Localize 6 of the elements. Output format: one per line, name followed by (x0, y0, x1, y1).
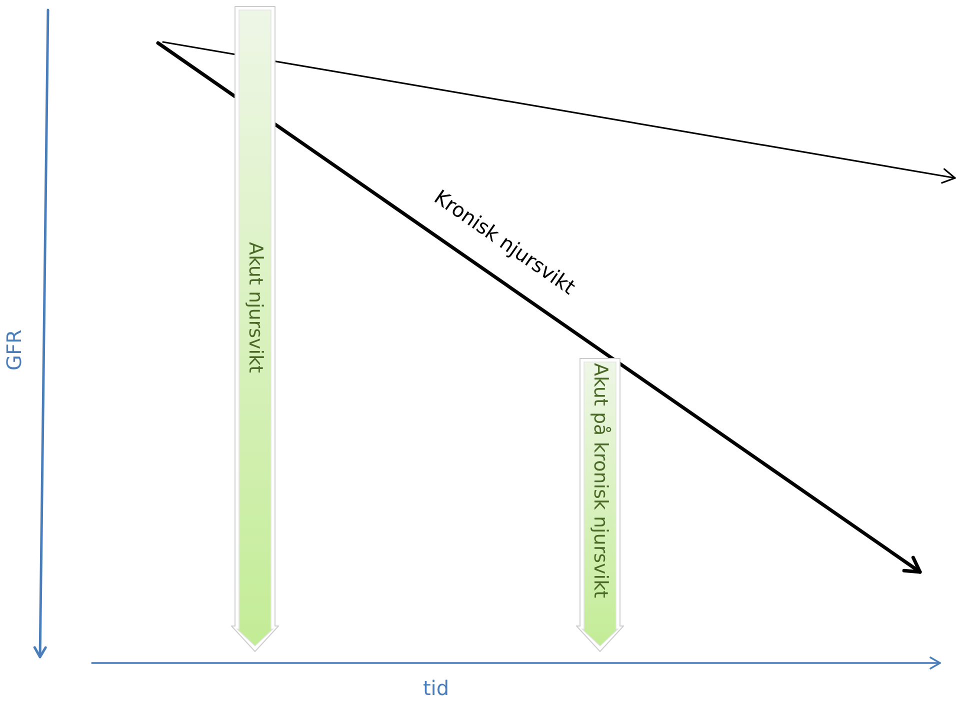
block-arrow (576, 358, 624, 652)
arrow-label: Akut njursvikt (246, 242, 264, 373)
axis-label: GFR (4, 330, 24, 370)
axis-label: tid (422, 678, 450, 698)
block-arrow (231, 6, 279, 652)
arrow-label: Akut på kronisk njursvikt (590, 363, 610, 598)
